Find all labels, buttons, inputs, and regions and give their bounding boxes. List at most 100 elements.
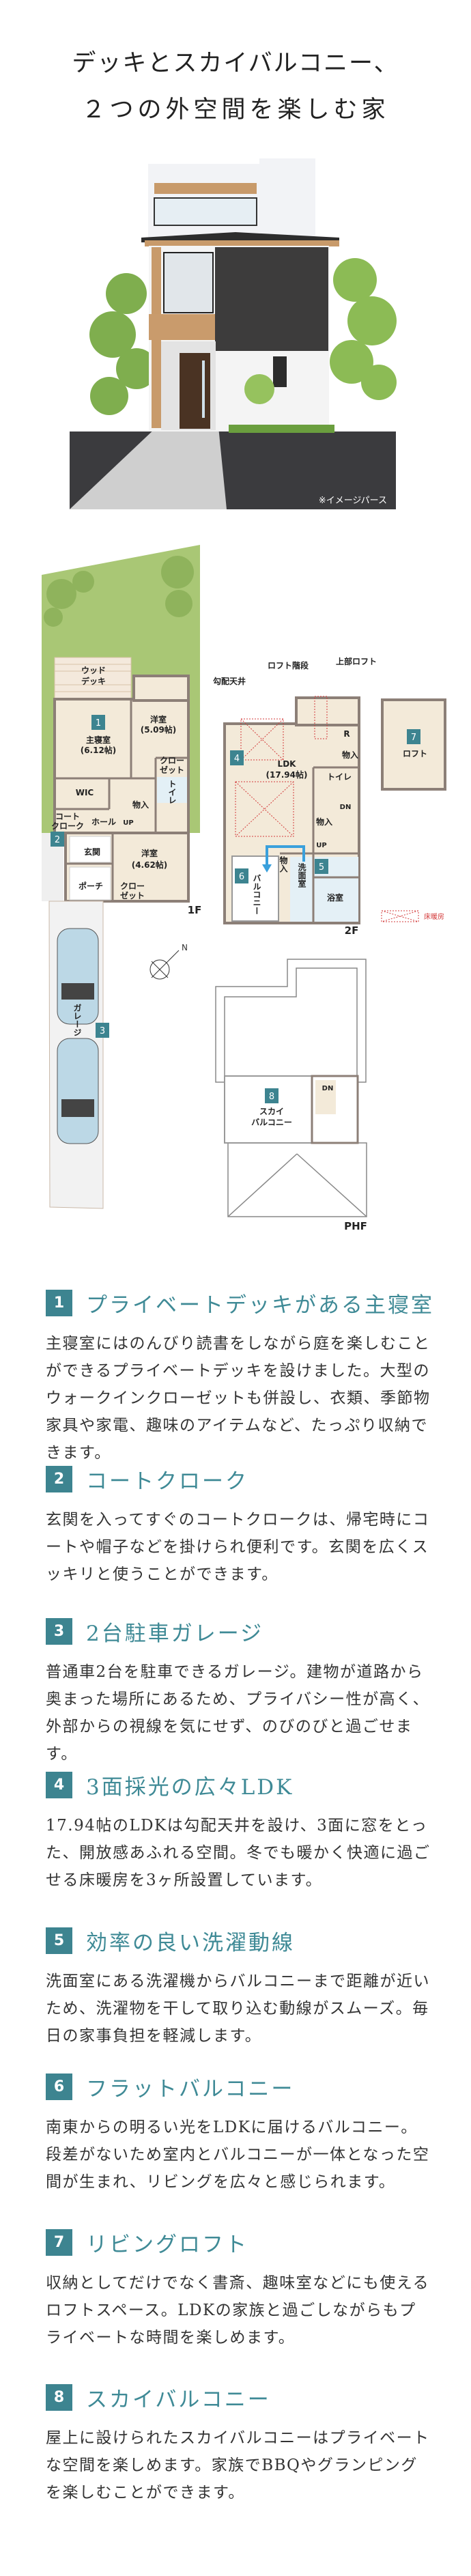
label-closet-b: クロー — [120, 881, 145, 891]
section-title: 3面採光の広々LDK — [86, 1774, 294, 1800]
image-caption: ※イメージパース — [319, 496, 387, 506]
label-storage-2f-c: 物入 — [279, 855, 288, 873]
label-toilet-1f: トイレ — [167, 780, 177, 804]
section-title: リビングロフト — [86, 2232, 248, 2257]
section-number-badge: 2 — [46, 1465, 72, 1492]
floor-label-2f: 2F — [345, 924, 359, 937]
laundry-flow-arrowhead — [262, 864, 272, 873]
feature-section-6: 6 フラットバルコニー南東からの明るい光をLDKに届けるバルコニー。段差がないため… — [46, 2073, 431, 2196]
label-dn-phf: DN — [322, 1085, 334, 1092]
plan-badge-8 — [265, 1088, 279, 1103]
label-loft: ロフト — [403, 749, 427, 759]
label-upper-loft: 上部ロフト — [336, 656, 377, 666]
section-number-badge: 5 — [46, 1927, 72, 1954]
section-title: プライベートデッキがある主寝室 — [86, 1292, 434, 1318]
plan-badge-4 — [230, 750, 244, 765]
feature-section-2: 2 コートクローク玄関を入ってすぐのコートクロークは、帰宅時にコートや帽子などを掛… — [46, 1465, 431, 1588]
section-header: 5 効率の良い洗濯動線 — [46, 1927, 431, 1955]
plan-badge-1 — [91, 715, 105, 730]
label-dn-2f: DN — [340, 804, 352, 811]
floor-label-phf: PHF — [344, 1220, 367, 1232]
section-header: 4 3面採光の広々LDK — [46, 1771, 431, 1800]
section-title: フラットバルコニー — [86, 2076, 295, 2101]
label-up-1f: UP — [123, 819, 133, 827]
section-header: 2 コートクローク — [46, 1465, 431, 1494]
section-number-badge: 1 — [46, 1289, 72, 1316]
label-wood-deck-2: デッキ — [81, 676, 106, 686]
label-hall: ホール — [91, 817, 116, 827]
label-washroom: 洗面室 — [297, 862, 306, 888]
section-header: 7 リビングロフト — [46, 2228, 431, 2257]
section-title: スカイバルコニー — [86, 2387, 271, 2412]
label-master-bedroom-size: (6.12帖) — [81, 745, 117, 755]
label-entrance: 玄関 — [84, 847, 100, 857]
section-body: 主寝室にはのんびり読書をしながら庭を楽しむことができるプライベートデッキを設けま… — [46, 1335, 431, 1462]
section-body: 洗面室にある洗濯機からバルコニーまで距離が近いため、洗濯物を干して取り込む動線が… — [46, 1972, 431, 2045]
section-body: 玄関を入ってすぐのコートクロークは、帰宅時にコートや帽子などを掛けられ便利です。… — [46, 1511, 430, 1583]
plan-badge-number: 4 — [234, 754, 240, 764]
floor-plan: ウッド デッキ 主寝室 (6.12帖) 洋室 (5.09帖) クロー ゼット ト… — [42, 545, 446, 1232]
label-coat-closet: コート — [55, 812, 80, 821]
label-western-room-a: 洋室 — [150, 714, 167, 724]
label-western-room-b: 洋室 — [141, 848, 158, 858]
section-header: 1 プライベートデッキがある主寝室 — [46, 1289, 434, 1318]
label-wood-deck: ウッド — [81, 666, 106, 675]
label-r: R — [343, 729, 349, 739]
section-body: 収納としてだけでなく書斎、趣味室などにも使えるロフトスペース。LDKの家族と過ご… — [46, 2274, 430, 2347]
label-up-2f: UP — [316, 842, 326, 849]
section-number-badge: 4 — [46, 1771, 72, 1798]
section-body: 南東からの明るい光をLDKに届けるバルコニー。段差がないため室内とバルコニーが一… — [46, 2119, 430, 2191]
compass-north: N — [182, 943, 188, 952]
floor-1f-outline — [53, 698, 190, 837]
label-western-room-a-size: (5.09帖) — [141, 724, 177, 735]
plan-badge-number: 2 — [55, 835, 60, 845]
garden-trees — [44, 556, 194, 627]
compass-icon — [149, 950, 180, 980]
label-sloped-ceiling: 勾配天井 — [213, 676, 246, 686]
plan-badge-number: 8 — [269, 1092, 274, 1102]
floor-label-1f: 1F — [188, 904, 202, 916]
label-sky-balcony-2: バルコニー — [251, 1118, 292, 1127]
label-closet-b-2: ゼット — [120, 890, 145, 901]
label-balcony: バルコニー — [252, 874, 261, 915]
label-wic: WIC — [76, 788, 94, 797]
page-title-line2: ２つの外空間を楽しむ家 — [81, 96, 390, 124]
plan-badge-2 — [51, 832, 64, 847]
laundry-flow-arrow — [266, 845, 305, 866]
legend-floor-heating: 床暖房 — [424, 912, 444, 921]
section-header: 8 スカイバルコニー — [46, 2383, 431, 2412]
plan-badge-7 — [407, 729, 420, 744]
car-1 — [57, 928, 99, 1025]
floor-heating-legend — [381, 910, 419, 922]
label-storage-2f-a: 物入 — [342, 750, 358, 760]
label-garage: ガレージ — [72, 1004, 82, 1036]
label-closet-a-2: ゼット — [160, 765, 184, 775]
plan-badge-number: 7 — [411, 733, 416, 743]
label-sky-balcony: スカイ — [259, 1107, 284, 1116]
label-loft-stairs: ロフト階段 — [268, 660, 309, 670]
section-title: 効率の良い洗濯動線 — [86, 1930, 295, 1955]
plan-badge-6 — [235, 868, 248, 883]
label-master-bedroom: 主寝室 — [86, 735, 111, 745]
label-bath: 浴室 — [327, 892, 343, 903]
plan-badge-number: 3 — [100, 1026, 105, 1036]
label-porch: ポーチ — [78, 881, 103, 891]
label-closet-a: クロー — [160, 756, 184, 765]
car-2 — [57, 1038, 99, 1144]
floor-heating-areas — [235, 696, 328, 837]
section-number-badge: 7 — [46, 2228, 72, 2256]
feature-section-1: 1 プライベートデッキがある主寝室主寝室にはのんびり読書をしながら庭を楽しむことが… — [46, 1289, 434, 1467]
page-title-line1: デッキとスカイバルコニー、 — [72, 50, 399, 77]
feature-section-5: 5 効率の良い洗濯動線洗面室にある洗濯機からバルコニーまで距離が近いため、洗濯物を… — [46, 1927, 431, 2050]
section-number-badge: 8 — [46, 2383, 72, 2411]
plan-badge-number: 5 — [319, 862, 324, 873]
label-coat-closet-2: クローク — [51, 821, 84, 831]
plan-badge-number: 1 — [96, 718, 101, 728]
section-number-badge: 6 — [46, 2073, 72, 2100]
plan-badge-3 — [96, 1023, 109, 1038]
section-title: コートクローク — [86, 1469, 248, 1494]
